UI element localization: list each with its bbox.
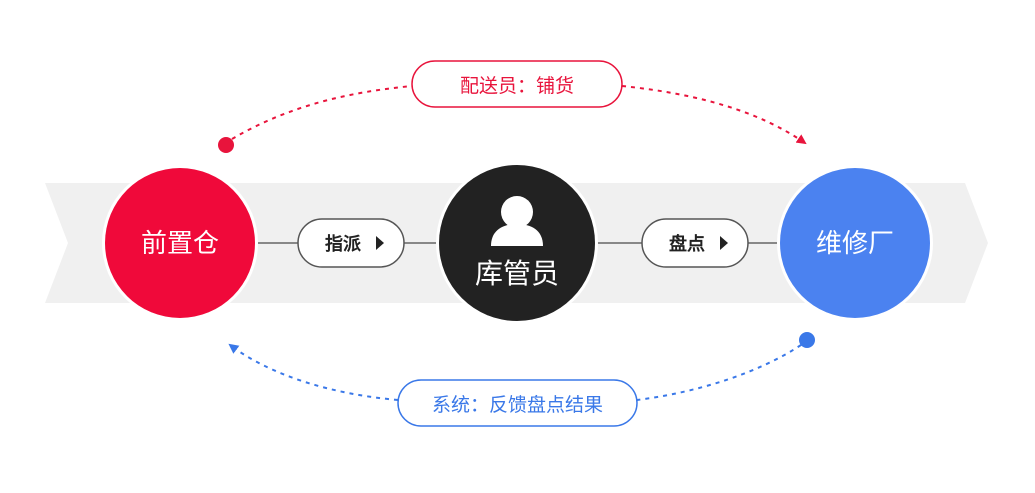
- person-icon: [491, 196, 543, 246]
- factory-label: 维修厂: [816, 229, 894, 259]
- inventory-label: 盘点: [669, 233, 705, 255]
- system-start-dot: [799, 332, 815, 348]
- play-icon: [720, 236, 728, 250]
- node-factory: 维修厂: [777, 165, 933, 321]
- node-warehouse: 前置仓: [102, 165, 258, 321]
- delivery-arc: [231, 85, 413, 140]
- node-keeper: 库管员: [436, 162, 598, 324]
- inventory-pill: 盘点: [641, 218, 749, 268]
- delivery-arc-end: [621, 85, 807, 145]
- delivery-start-dot: [218, 137, 234, 153]
- system-arc: [636, 344, 802, 401]
- system-label-pill: 系统：反馈盘点结果: [397, 379, 638, 427]
- keeper-label: 库管员: [475, 257, 559, 290]
- system-arc-end: [228, 343, 399, 401]
- delivery-label-pill: 配送员：铺货: [411, 60, 623, 108]
- warehouse-label: 前置仓: [141, 229, 219, 259]
- assign-pill: 指派: [297, 218, 405, 268]
- system-label: 系统：反馈盘点结果: [432, 394, 603, 416]
- assign-label: 指派: [325, 233, 362, 255]
- delivery-label: 配送员：铺货: [460, 75, 574, 97]
- play-icon: [376, 236, 384, 250]
